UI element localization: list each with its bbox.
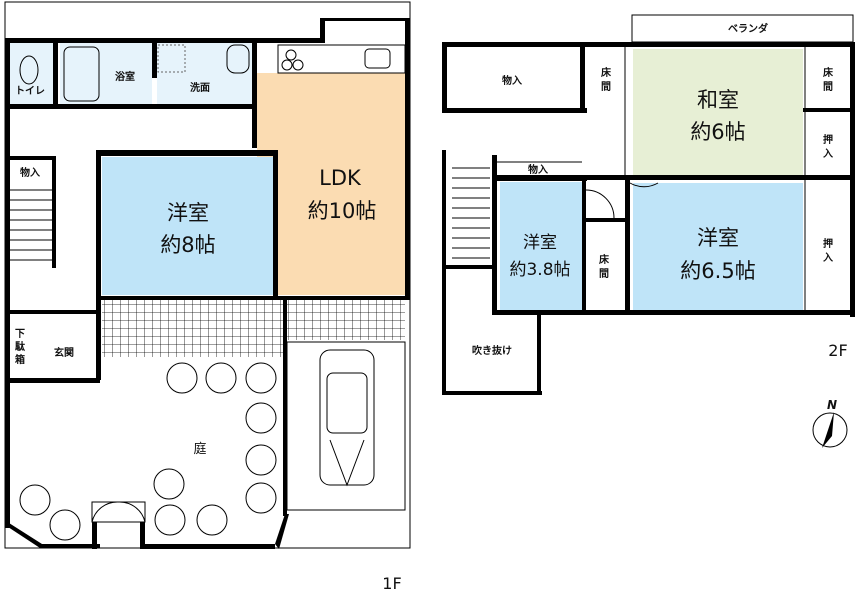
sink-icon [226,44,250,74]
svg-text:箱: 箱 [15,353,25,366]
tree-icon [19,484,51,516]
stairs-2f [452,167,490,259]
tokonoma-right-label: 床 [823,66,834,79]
western-room-6-5 [633,183,803,310]
western-small-size: 約3.8帖 [509,260,570,280]
tree-icon [154,504,186,536]
floor-2: ベランダ 物入 床 間 和室 約6帖 床 間 押 入 物入 洋室 約3.8帖 床… [442,14,855,395]
ldk-label: LDK [319,166,362,190]
western-room-label: 洋室 [167,201,209,225]
floor-1-label: 1F [382,574,401,593]
japanese-room-size: 約6帖 [690,120,745,144]
tokonoma-mid-label: 床 [599,253,610,266]
tree-icon [245,482,277,514]
western-room-size: 約8帖 [160,233,215,257]
bath-room [60,43,152,105]
japanese-room [633,49,803,176]
bath-label: 浴室 [115,70,135,83]
kitchen-sink-icon [364,48,391,69]
tree-icon [153,468,185,500]
compass-north-label: N [827,398,837,412]
entrance-label: 玄関 [54,346,74,359]
stairs-1f [8,189,52,261]
svg-text:間: 間 [823,81,833,93]
storage-small-label: 物入 [528,163,548,176]
garden-label: 庭 [193,441,206,457]
washroom [157,43,252,105]
gate[interactable] [91,501,146,523]
svg-text:入: 入 [823,252,833,264]
svg-text:駄: 駄 [15,340,26,353]
stove-icon [285,49,297,61]
japanese-room-label: 和室 [697,88,739,112]
western-room-3-8 [500,182,582,310]
floor-2-label: 2F [828,341,847,360]
tree-icon [166,362,198,394]
toilet-room [8,43,53,105]
svg-text:入: 入 [823,148,833,160]
storage-large-label: 物入 [502,74,522,87]
svg-text:間: 間 [601,81,611,93]
shoe-box-label: 下 [15,328,25,340]
toilet-label: トイレ [15,85,45,97]
car-icon [319,349,375,487]
compass-icon: N [812,398,848,448]
washer-icon [157,44,186,73]
western-large-size: 約6.5帖 [680,259,755,283]
closet-upper-label: 押 [823,133,833,146]
bathtub-icon [63,46,100,102]
western-small-label: 洋室 [523,233,557,253]
walls-2f [442,42,855,395]
tree-icon [245,444,277,476]
western-room-8 [102,157,273,295]
toilet-icon [19,55,39,85]
veranda-label: ベランダ [728,22,768,35]
walls-1f [5,18,410,549]
tree-icon [49,509,81,541]
tree-icon [205,362,237,394]
western-large-label: 洋室 [697,226,739,250]
ldk-size: 約10帖 [308,199,377,223]
svg-text:間: 間 [599,268,609,280]
floor-1: トイレ 浴室 洗面 LDK 約10帖 洋室 約8帖 物入 玄関 下 駄 箱 庭 … [4,1,411,593]
tokonoma-left-label: 床 [601,66,612,79]
tile-terrace [102,300,405,340]
tree-icon [245,362,277,394]
storage-label: 物入 [20,166,40,179]
tree-icon [196,504,228,536]
interior-partitions [497,47,806,310]
ldk-room [257,73,405,295]
closet-lower-label: 押 [823,237,833,250]
garden-trees [19,362,277,541]
tree-icon [245,402,277,434]
washroom-label: 洗面 [190,81,210,94]
void-label: 吹き抜け [472,344,512,357]
